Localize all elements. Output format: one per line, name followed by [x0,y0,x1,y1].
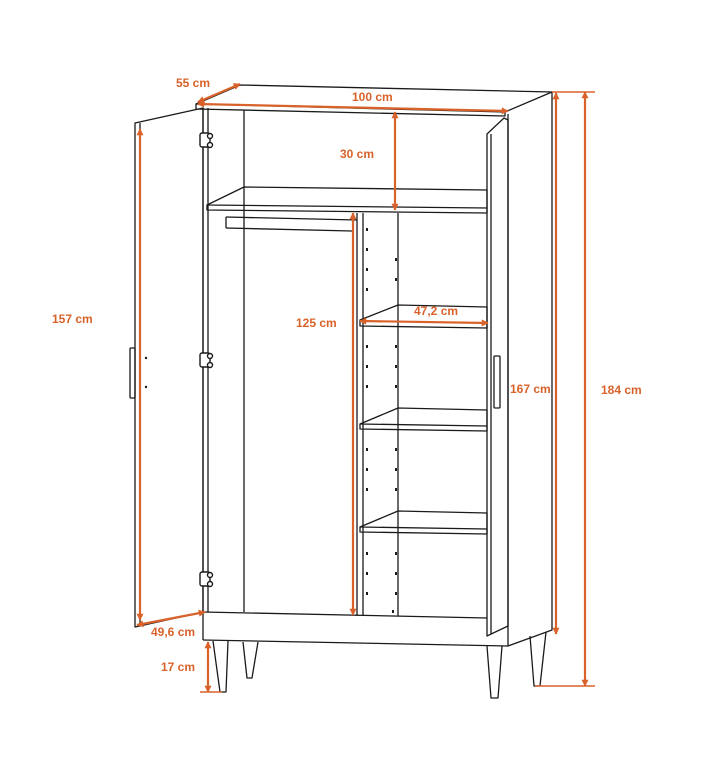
width-arrow [197,100,509,115]
base-plinth [202,611,488,619]
leg-back-right [529,631,547,687]
total-height-label: 184 cm [601,383,642,397]
shelf-2 [359,407,488,427]
right-side-panel [507,92,553,647]
leg-front-left [212,640,229,693]
body-height-label: 167 cm [510,382,551,396]
depth-arrow [197,82,241,104]
left-door-handle [129,347,136,399]
dimension-arrows [136,82,589,693]
depth-label: 55 cm [176,76,210,90]
hinge-top [199,132,214,149]
leg-height-label: 17 cm [161,660,195,674]
door-height-label: 157 cm [52,312,93,326]
door-width-label: 49,6 cm [151,625,195,639]
hanging-rail [225,216,358,221]
top-shelf [206,186,488,209]
hinge-middle [199,352,214,369]
wardrobe-drawing [129,84,553,699]
shelf-3 [359,510,488,530]
width-label: 100 cm [352,90,393,104]
hinge-bottom [199,571,214,588]
top-compartment-label: 30 cm [340,147,374,161]
dimension-labels: 55 cm 100 cm 30 cm 157 cm 125 cm 47,2 cm… [52,76,642,674]
leg-back-left [242,641,259,679]
right-door [486,117,509,637]
shelf-pin-holes [144,228,397,613]
shelf-width-arrow [359,317,489,327]
right-door-handle [493,355,501,409]
hanging-height-label: 125 cm [296,316,337,330]
leg-front-right [486,645,503,699]
left-door [134,107,204,628]
hinges [199,132,214,588]
door-width-arrow [136,609,206,628]
shelf-width-label: 47,2 cm [414,304,458,318]
extension-lines [200,91,595,693]
